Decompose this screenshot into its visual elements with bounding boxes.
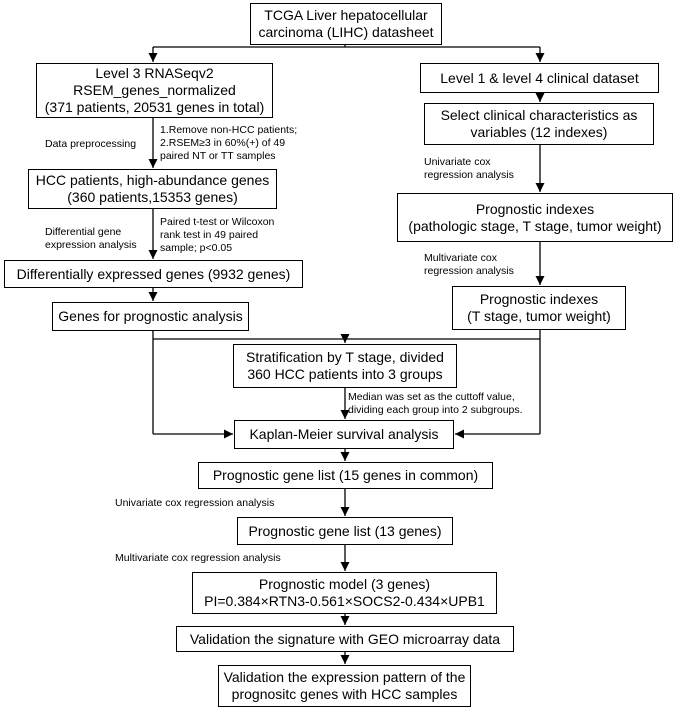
preprocessing-steps-label-line-2: 2.RSEM≥3 in 60%(+) of 49 xyxy=(160,137,286,149)
multivariate-right-label-line-1: Multivariate cox xyxy=(424,252,497,264)
clinical-box: Level 1 & level 4 clinical dataset xyxy=(420,63,659,93)
ttest-label-line-1: Paired t-test or Wilcoxon xyxy=(160,216,275,228)
multivariate-right-label-line-2: regression analysis xyxy=(424,265,514,277)
km-box: Kaplan-Meier survival analysis xyxy=(234,420,454,449)
select-clinical-box-line-2: variables (12 indexes) xyxy=(470,124,608,140)
differential-label-line-2: expression analysis xyxy=(45,239,137,251)
univariate-bottom-label-line-1: Univariate cox regression analysis xyxy=(115,497,275,509)
univariate-bottom-label: Univariate cox regression analysis xyxy=(115,497,274,510)
validation-geo-box-line-1: Validation the signature with GEO microa… xyxy=(189,630,501,647)
multivariate-bottom-label-line-1: Multivariate cox regression analysis xyxy=(115,552,281,564)
deg-box: Differentially expressed genes (9932 gen… xyxy=(4,260,303,288)
stratification-box-line-2: 360 HCC patients into 3 groups xyxy=(247,366,443,382)
validation-geo-box: Validation the signature with GEO microa… xyxy=(176,626,514,652)
level3-box-line-1: Level 3 RNASeqv2 xyxy=(95,65,214,81)
level3-box-line-3: (371 patients, 20531 genes in total) xyxy=(44,99,265,115)
clinical-box-line-1: Level 1 & level 4 clinical dataset xyxy=(440,69,639,86)
split-line xyxy=(153,45,540,48)
genes-prognostic-box: Genes for prognostic analysis xyxy=(52,302,249,331)
median-label: Median was set as the cuttoff value,divi… xyxy=(348,391,523,417)
list13-box-line-1: Prognostic gene list (13 genes) xyxy=(248,522,442,539)
prognostic-indexes-1-box-line-1: Prognostic indexes xyxy=(475,200,595,217)
prognostic-indexes-1-box-line-2: (pathologic stage, T stage, tumor weight… xyxy=(408,217,662,234)
stratification-box-line-1: Stratification by T stage, divided xyxy=(246,349,444,365)
genes-prognostic-box-line-1: Genes for prognostic analysis xyxy=(58,308,243,324)
tcga-box-line-2: carcinoma (LIHC) datasheet xyxy=(258,24,434,40)
validation-expression-box-line-1: Validation the expression pattern of the xyxy=(223,669,466,685)
list15-box-line-1: Prognostic gene list (15 genes in common… xyxy=(212,467,479,483)
validation-expression-box-line-2: prognositc genes with HCC samples xyxy=(231,686,458,702)
validation-expression-box: Validation the expression pattern of the… xyxy=(218,665,471,707)
median-label-line-2: dividing each group into 2 subgroups. xyxy=(348,404,523,416)
prognostic-indexes-2-box-line-1: Prognostic indexes xyxy=(479,291,599,307)
hcc-patients-box: HCC patients, high-abundance genes(360 p… xyxy=(28,169,277,209)
prognostic-indexes-2-box: Prognostic indexes(T stage, tumor weight… xyxy=(452,286,626,330)
prognostic-indexes-1-box: Prognostic indexes(pathologic stage, T s… xyxy=(397,193,673,242)
hcc-patients-box-line-1: HCC patients, high-abundance genes xyxy=(35,172,270,188)
merge-line xyxy=(152,330,541,340)
model-box-line-2: PI=0.384×RTN3-0.561×SOCS2-0.434×UPB1 xyxy=(204,593,485,609)
ttest-label-line-3: sample; p<0.05 xyxy=(160,242,233,254)
preprocessing-steps-label-line-3: paired NT or TT samples xyxy=(160,150,276,162)
differential-label-line-1: Differential gene xyxy=(45,226,122,238)
preprocessing-steps-label-line-1: 1.Remove non-HCC patients; xyxy=(160,124,298,136)
km-box-line-1: Kaplan-Meier survival analysis xyxy=(249,426,439,442)
list15-box: Prognostic gene list (15 genes in common… xyxy=(198,462,493,489)
multivariate-bottom-label: Multivariate cox regression analysis xyxy=(115,552,281,565)
list13-box: Prognostic gene list (13 genes) xyxy=(237,517,453,545)
ttest-label-line-2: rank test in 49 paired xyxy=(160,229,259,241)
univariate-right-label-line-1: Univariate cox xyxy=(424,156,491,168)
preprocessing-steps-label: 1.Remove non-HCC patients;2.RSEM≥3 in 60… xyxy=(160,124,297,163)
select-clinical-box-line-1: Select clinical characteristics as xyxy=(440,107,638,123)
prognostic-indexes-2-box-line-2: (T stage, tumor weight) xyxy=(467,308,611,324)
tcga-box-line-1: TCGA Liver hepatocellular xyxy=(264,7,428,23)
model-box-line-1: Prognostic model (3 genes) xyxy=(258,576,431,592)
hcc-patients-box-line-2: (360 patients,15353 genes) xyxy=(67,189,238,205)
median-label-line-1: Median was set as the cuttoff value, xyxy=(348,391,515,403)
data-preprocessing-label-line-1: Data preprocessing xyxy=(45,138,137,150)
univariate-right-label-line-2: regression analysis xyxy=(424,169,514,181)
data-preprocessing-label: Data preprocessing xyxy=(45,138,136,151)
level3-box-line-2: RSEM_genes_normalized xyxy=(73,82,236,98)
model-box: Prognostic model (3 genes)PI=0.384×RTN3-… xyxy=(192,572,497,614)
deg-box-line-1: Differentially expressed genes (9932 gen… xyxy=(16,265,291,282)
